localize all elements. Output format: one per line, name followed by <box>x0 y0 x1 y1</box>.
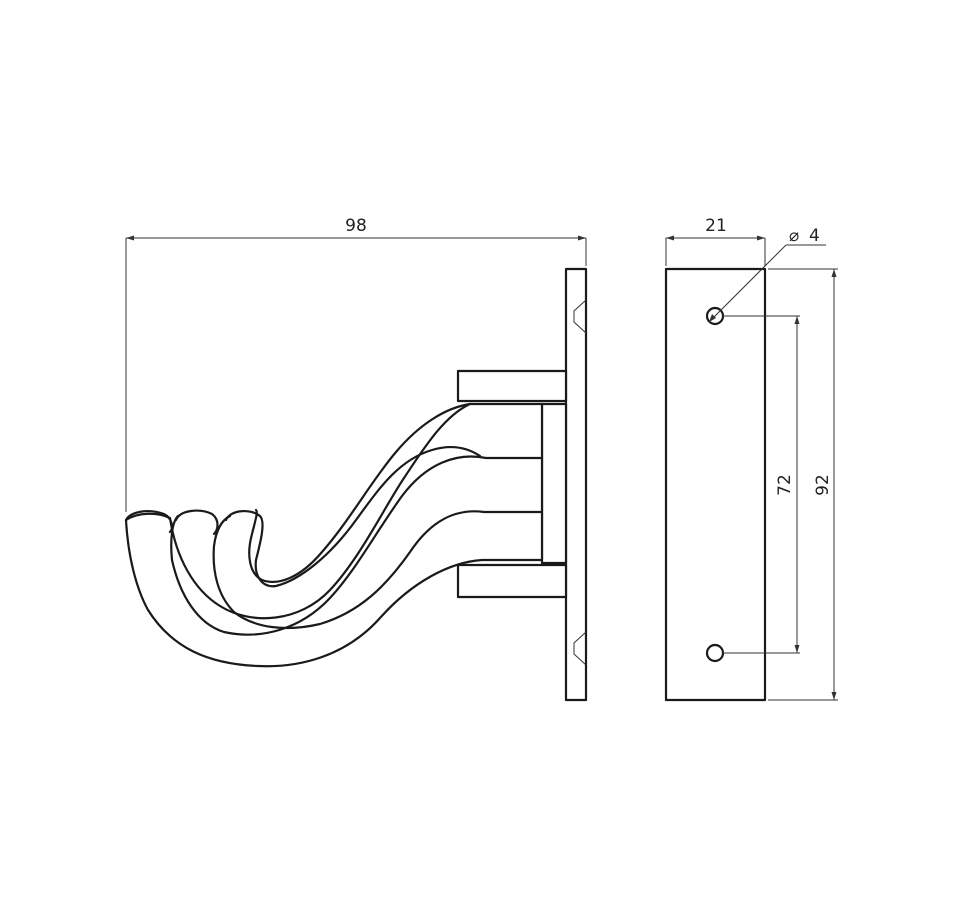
dimension-21-label: 21 <box>705 216 727 236</box>
side-view <box>124 267 588 702</box>
hook-groove-1 <box>170 455 544 636</box>
upper-bar <box>456 369 568 403</box>
dimension-diameter-label: 4 <box>809 226 820 246</box>
curl-tip-1 <box>124 510 174 534</box>
curl-tip-2 <box>174 509 219 536</box>
countersink-bottom <box>573 631 587 666</box>
dimension-diameter-4: ⌀ 4 <box>708 226 826 323</box>
front-wall-plate <box>664 267 767 702</box>
countersink-top <box>573 299 587 334</box>
hook-body <box>124 402 544 668</box>
dimension-92-label: 92 <box>813 474 833 496</box>
front-view <box>664 267 767 702</box>
hook-groove-2 <box>212 510 544 630</box>
dimension-21: 21 <box>665 216 766 266</box>
diameter-symbol: ⌀ <box>789 226 799 246</box>
hook-top-edge <box>248 402 472 583</box>
mounting-hole-bottom <box>705 643 725 663</box>
dimension-98-label: 98 <box>345 216 367 236</box>
lower-bar <box>456 563 568 599</box>
dimension-72-label: 72 <box>775 474 795 496</box>
dimension-72: 72 <box>722 315 800 654</box>
curl-tip-3 <box>224 446 482 588</box>
dimension-98: 98 <box>125 216 587 512</box>
side-spacer <box>540 402 568 565</box>
dimension-92: 92 <box>768 268 838 701</box>
